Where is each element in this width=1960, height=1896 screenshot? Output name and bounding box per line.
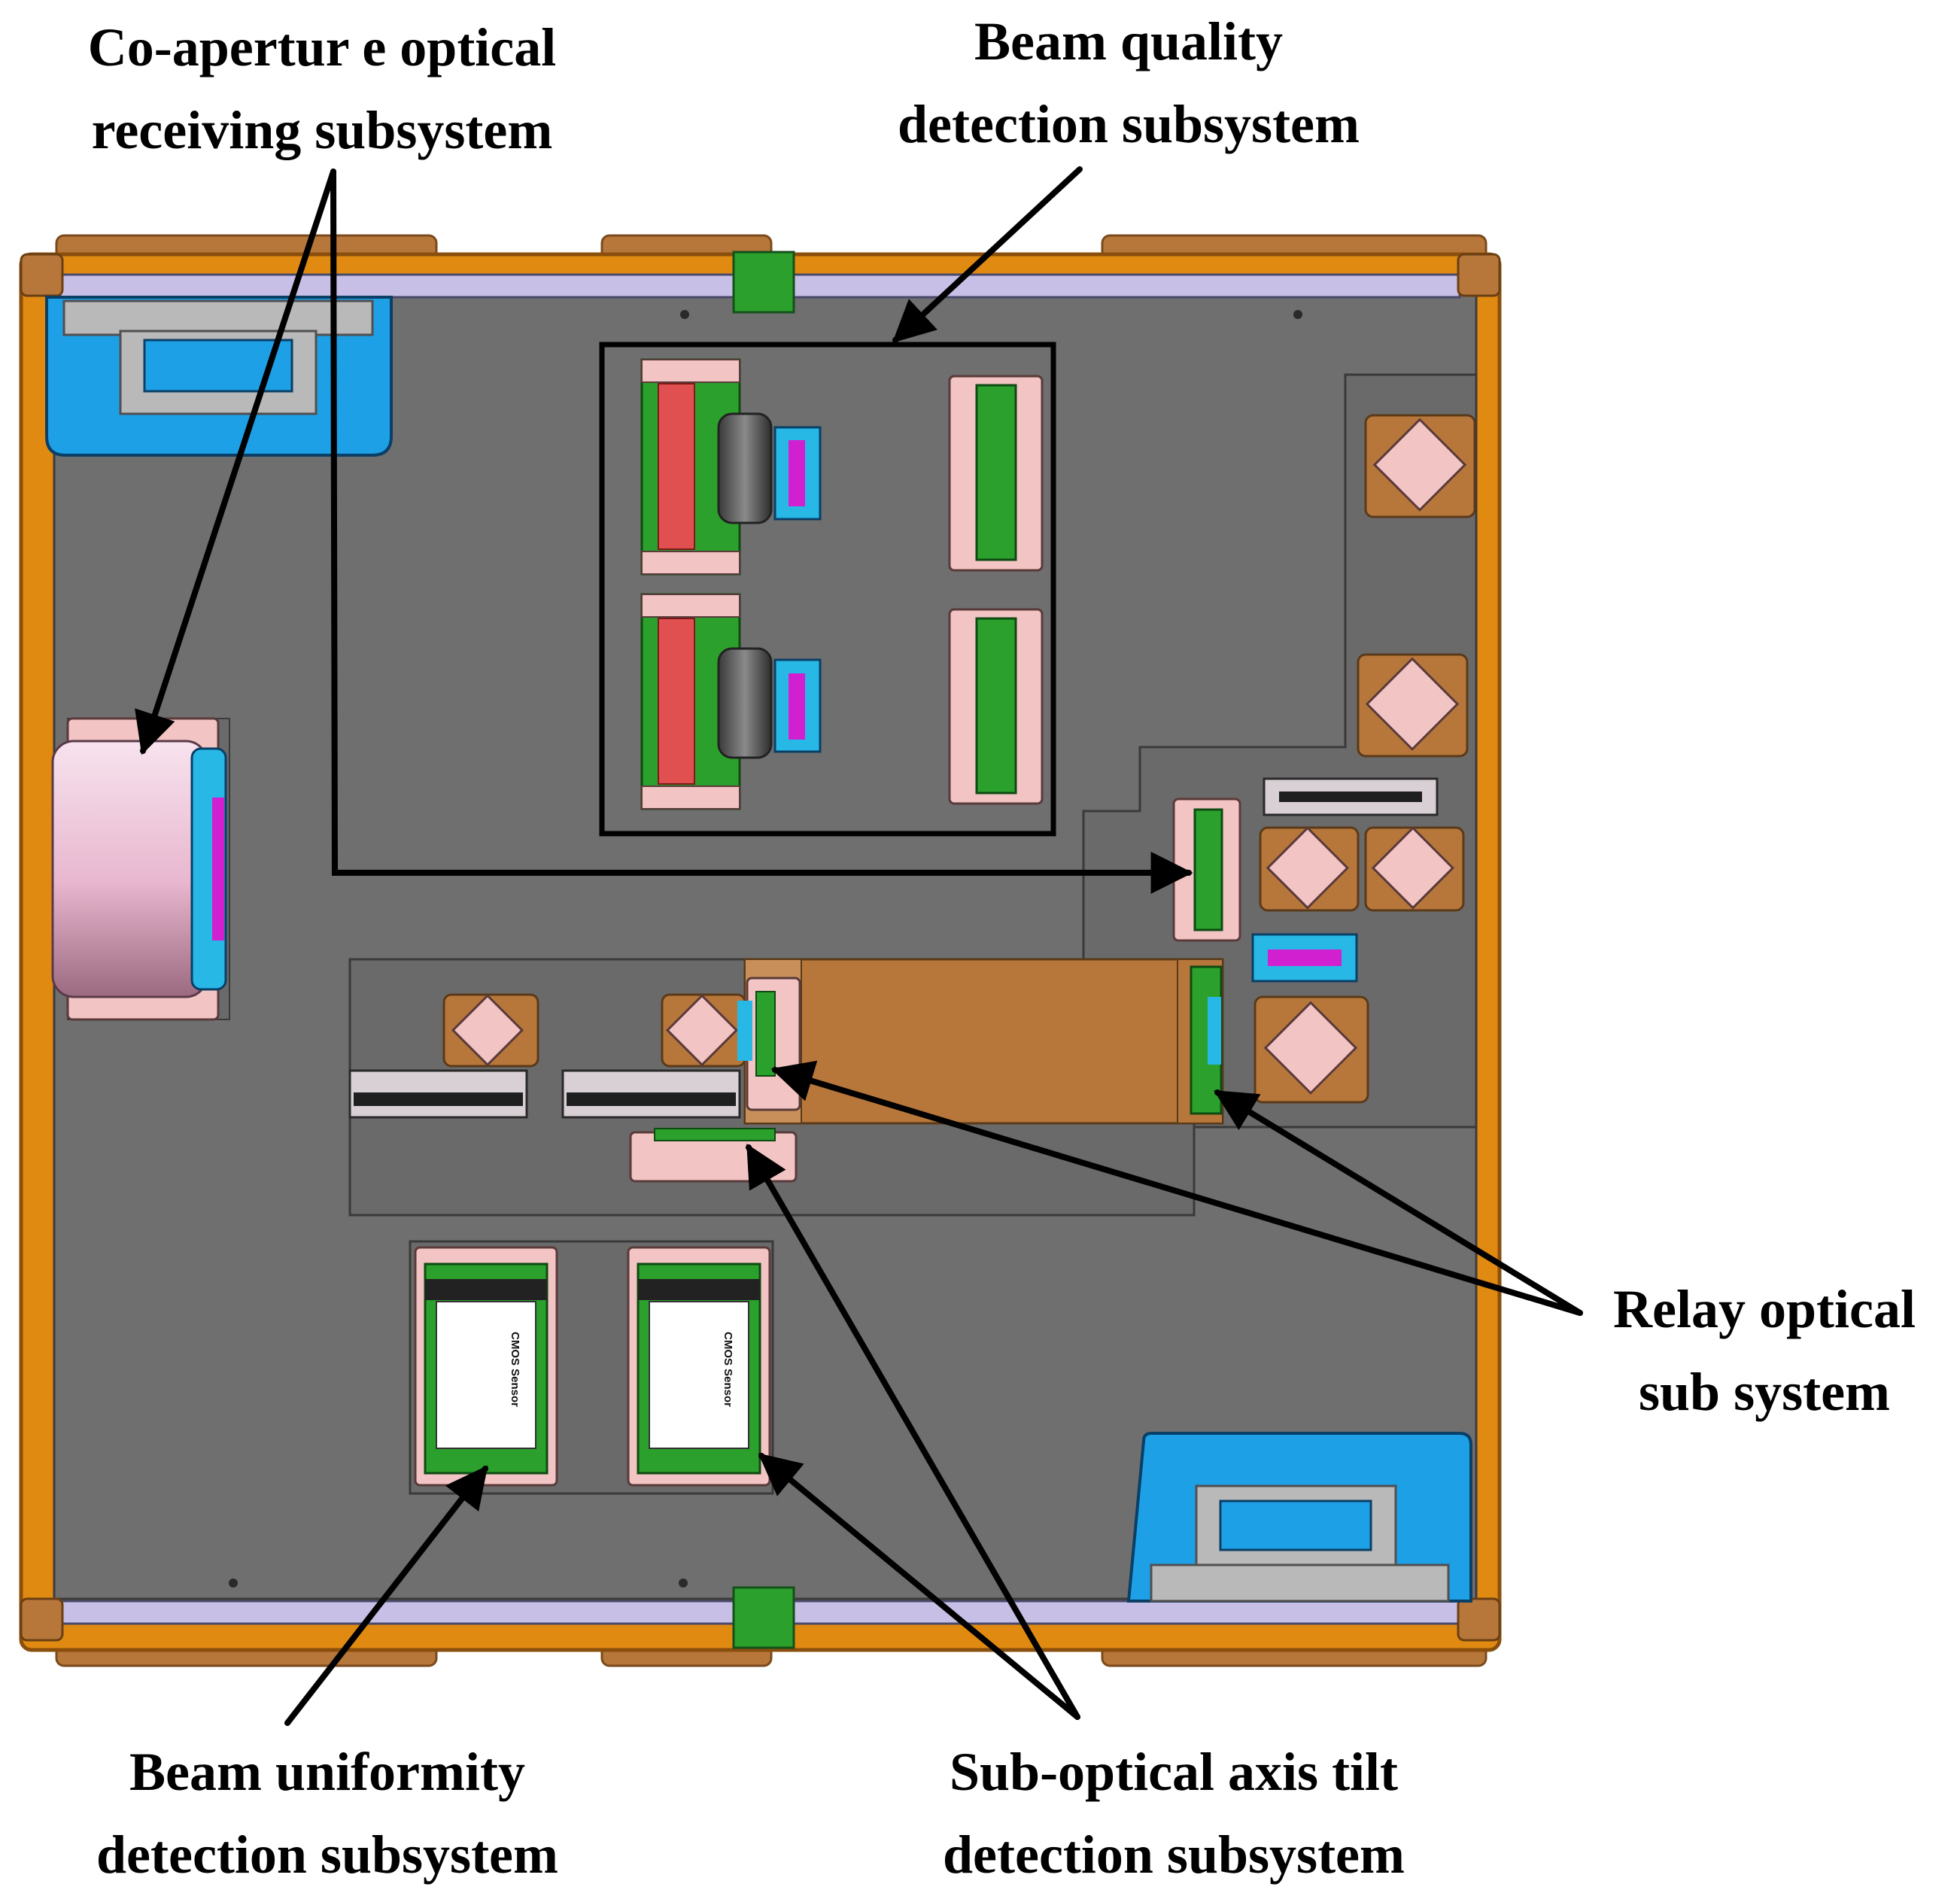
arrow-uniformity: [284, 1465, 488, 1726]
mount-relay-bench-right: [1190, 965, 1223, 1115]
callout-beam-uniformity-line1: Beam uniformity: [129, 1742, 525, 1802]
cmos-sensor-right: CMOS Sensor: [627, 1246, 771, 1487]
cmos-sensor-left: CMOS Sensor: [414, 1246, 558, 1487]
right-optics-region: [1082, 373, 1478, 1129]
callout-co-aperture: Co-apertur e optical receiving subsystem: [29, 6, 615, 172]
uniformity-region: CMOS Sensor CMOS Sensor: [409, 1240, 774, 1495]
callout-sub-optical-line1: Sub-optical axis tilt: [949, 1742, 1399, 1802]
screw: [1293, 310, 1302, 319]
callout-sub-optical-line2: detection subsystem: [943, 1825, 1405, 1885]
bottom-latch: [732, 1586, 795, 1649]
arrow-tilt-to-sensor: [758, 1453, 1080, 1720]
arrow-relay-to-bench-left: [770, 1060, 1583, 1316]
leader-lines: [135, 166, 1583, 1726]
mount-lower-right: [948, 608, 1044, 805]
arrow-relay-to-bench-right: [1214, 1089, 1583, 1316]
corner-block-bl: [20, 1597, 64, 1642]
callout-co-aperture-line2: receiving subsystem: [91, 100, 553, 160]
handle-bottom-right: [1126, 1432, 1472, 1603]
mount-upper-right: [948, 375, 1044, 572]
lower-optical-bench: [348, 958, 1224, 1217]
screw: [229, 1578, 238, 1588]
screw: [680, 310, 689, 319]
camera-upper: [640, 358, 822, 576]
handle-top-left: [45, 296, 393, 457]
callout-relay-line1: Relay optical: [1613, 1279, 1916, 1339]
slide-stage-right: [1263, 777, 1439, 816]
cmos-sensor-right-label: CMOS Sensor: [722, 1332, 734, 1407]
corner-block-tl: [20, 253, 64, 297]
callout-beam-quality-line2: detection subsystem: [898, 94, 1360, 154]
arrow-beam-quality: [892, 166, 1083, 343]
callout-beam-uniformity-line2: detection subsystem: [96, 1825, 558, 1885]
callout-co-aperture-line1: Co-apertur e optical: [87, 17, 557, 77]
mirror-mount: [1364, 414, 1476, 518]
mirror-mount: [1253, 995, 1369, 1104]
tilt-detector-mount: [629, 1128, 798, 1183]
beam-quality-module: [599, 342, 1056, 837]
arrow-co-aperture-to-relay-mount: [330, 169, 1193, 894]
mirror-mount: [1357, 653, 1469, 758]
corner-block-br: [1457, 1597, 1501, 1642]
arrow-co-aperture-to-telescope: [135, 169, 336, 755]
slide-stage-left: [348, 1069, 528, 1119]
callout-relay: Relay optical sub system: [1584, 1268, 1945, 1433]
arrow-tilt-to-mount: [746, 1144, 1080, 1720]
callout-beam-quality-line1: Beam quality: [974, 11, 1284, 71]
top-latch: [732, 251, 795, 314]
mirror-mount: [661, 993, 746, 1068]
callout-sub-optical: Sub-optical axis tilt detection subsyste…: [865, 1730, 1482, 1896]
cmos-sensor-left-label: CMOS Sensor: [509, 1332, 521, 1407]
mirror-mount: [1364, 826, 1465, 912]
co-aperture-telescope: [51, 717, 230, 1021]
screw: [679, 1578, 688, 1588]
mount-relay-bench-left: [737, 977, 801, 1111]
corner-block-tr: [1457, 253, 1501, 297]
mirror-mount: [1259, 826, 1360, 912]
callout-relay-line2: sub system: [1638, 1362, 1891, 1422]
callout-beam-quality: Beam quality detection subsystem: [835, 0, 1422, 166]
callout-beam-uniformity: Beam uniformity detection subsystem: [30, 1730, 624, 1896]
filter-horizontal: [1251, 933, 1358, 983]
mirror-mount: [442, 993, 539, 1068]
slide-stage-middle: [561, 1069, 741, 1119]
camera-lower: [640, 593, 822, 810]
